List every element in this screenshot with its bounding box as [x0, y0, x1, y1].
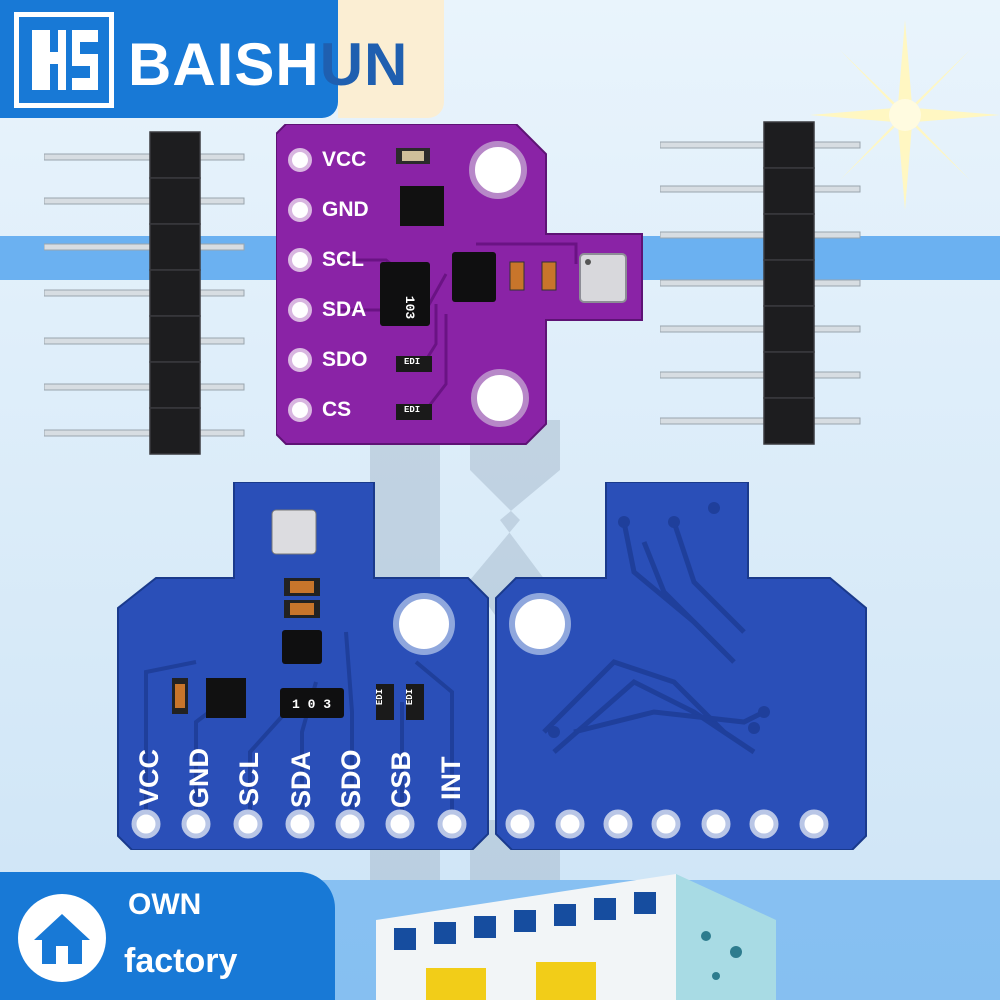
- purple-pin-label-gnd: GND: [322, 198, 369, 221]
- purple-smd-marking-2: EDI: [404, 405, 421, 415]
- blue-smd-marking-1: EDI: [375, 688, 386, 706]
- blue-pin-label-csb: CSB: [386, 750, 416, 808]
- sun-icon: [810, 20, 1000, 210]
- pin-header-left: [44, 131, 245, 455]
- blue-pin-label-sdo: SDO: [336, 749, 366, 808]
- house-icon: [18, 894, 106, 982]
- blue-smd-marking-2: EDI: [405, 688, 416, 706]
- blue-pin-label-sda: SDA: [286, 750, 316, 808]
- blue-sensor-board-back: [495, 482, 867, 850]
- purple-chip-marking: 103: [402, 295, 418, 320]
- pin-header-right: [660, 121, 861, 445]
- blue-pin-label-int: INT: [436, 756, 466, 801]
- purple-pin-label-sda: SDA: [322, 298, 367, 321]
- purple-pin-label-vcc: VCC: [322, 148, 367, 171]
- badge-line-own: OWN: [128, 888, 202, 921]
- purple-smd-marking-1: EDI: [404, 357, 421, 367]
- brand-banner-tab: [338, 0, 444, 118]
- purple-pin-label-scl: SCL: [322, 248, 364, 271]
- blue-sensor-board-front: [117, 482, 489, 850]
- blue-pin-label-gnd: GND: [184, 748, 214, 808]
- factory-building-icon: [376, 874, 776, 1000]
- purple-pin-label-sdo: SDO: [322, 348, 368, 371]
- brand-name: BAISHUN: [128, 31, 409, 98]
- purple-pin-label-cs: CS: [322, 398, 352, 421]
- blue-chip-marking: 1 0 3: [292, 697, 332, 712]
- brand-logo-icon: [14, 12, 114, 108]
- blue-pin-label-vcc: VCC: [134, 748, 164, 806]
- badge-line-factory: factory: [124, 942, 238, 980]
- purple-sensor-board: [276, 124, 643, 445]
- blue-pin-label-scl: SCL: [234, 752, 264, 806]
